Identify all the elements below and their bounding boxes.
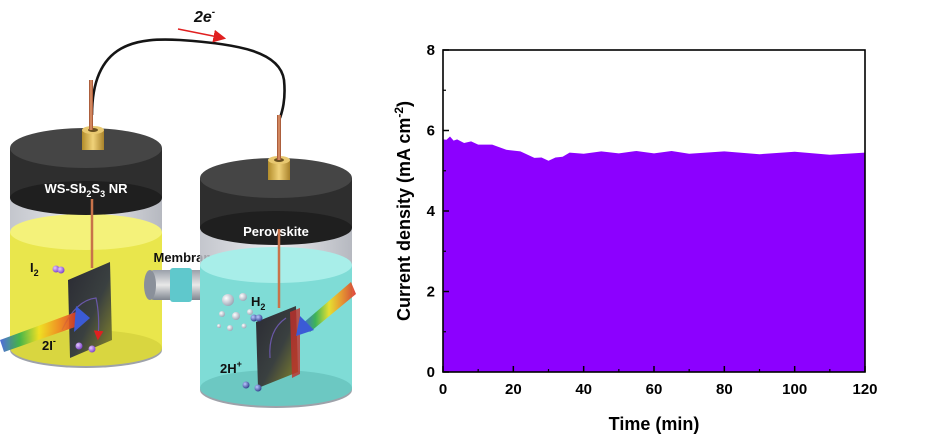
x-tick-label: 40 [575, 381, 592, 398]
y-axis-label: Current density (mA cm-2) [392, 101, 414, 321]
x-tick-label: 20 [505, 381, 522, 398]
right-light-beam [302, 282, 356, 332]
electrochemical-cell-illustration: 2e- WS-Sb2S3 NR [0, 7, 356, 408]
x-tick-label: 100 [782, 381, 807, 398]
x-tick-label: 80 [716, 381, 733, 398]
y-tick-label: 4 [427, 203, 436, 220]
x-tick-label: 0 [439, 381, 447, 398]
electron-label: 2e- [193, 7, 216, 26]
right-connector-cap [268, 160, 290, 180]
x-tick-label: 120 [852, 381, 877, 398]
right-lid-label: Perovskite [243, 224, 309, 239]
y-tick-label: 2 [427, 284, 435, 301]
left-connector-cap [82, 130, 104, 150]
right-top-species: H2 [251, 294, 265, 312]
left-copper-lead [89, 80, 93, 130]
current-density-area [443, 136, 865, 372]
right-copper-lead [277, 115, 281, 160]
right-bottom-species: 2H+ [220, 359, 242, 376]
y-tick-label: 6 [427, 123, 435, 140]
y-tick-label: 8 [427, 42, 435, 59]
current-density-chart: 0 20 40 60 80 100 120 0 2 4 6 8 Time (min) Current… [392, 42, 878, 434]
left-top-species: I2 [30, 260, 39, 278]
electron-flow-arrow [177, 28, 227, 43]
left-light-beam [0, 312, 78, 352]
x-axis: 0 20 40 60 80 100 120 [439, 366, 878, 398]
right-cell: Perovskite [200, 115, 356, 408]
right-photoelectrode [256, 306, 298, 388]
right-electrolyte-surface [200, 247, 352, 283]
left-bottom-species: 2I- [42, 336, 56, 353]
y-tick-label: 0 [427, 364, 435, 381]
x-tick-label: 60 [646, 381, 663, 398]
left-cell: WS-Sb2S3 NR I2 2I- [0, 80, 162, 368]
x-axis-label: Time (min) [609, 414, 700, 434]
left-lid-label: WS-Sb2S3 NR [45, 181, 129, 199]
external-wire [90, 38, 286, 119]
hydrogen-bubbles [217, 293, 253, 331]
left-electrolyte-surface [10, 214, 162, 250]
y-axis: 0 2 4 6 8 [427, 42, 449, 381]
